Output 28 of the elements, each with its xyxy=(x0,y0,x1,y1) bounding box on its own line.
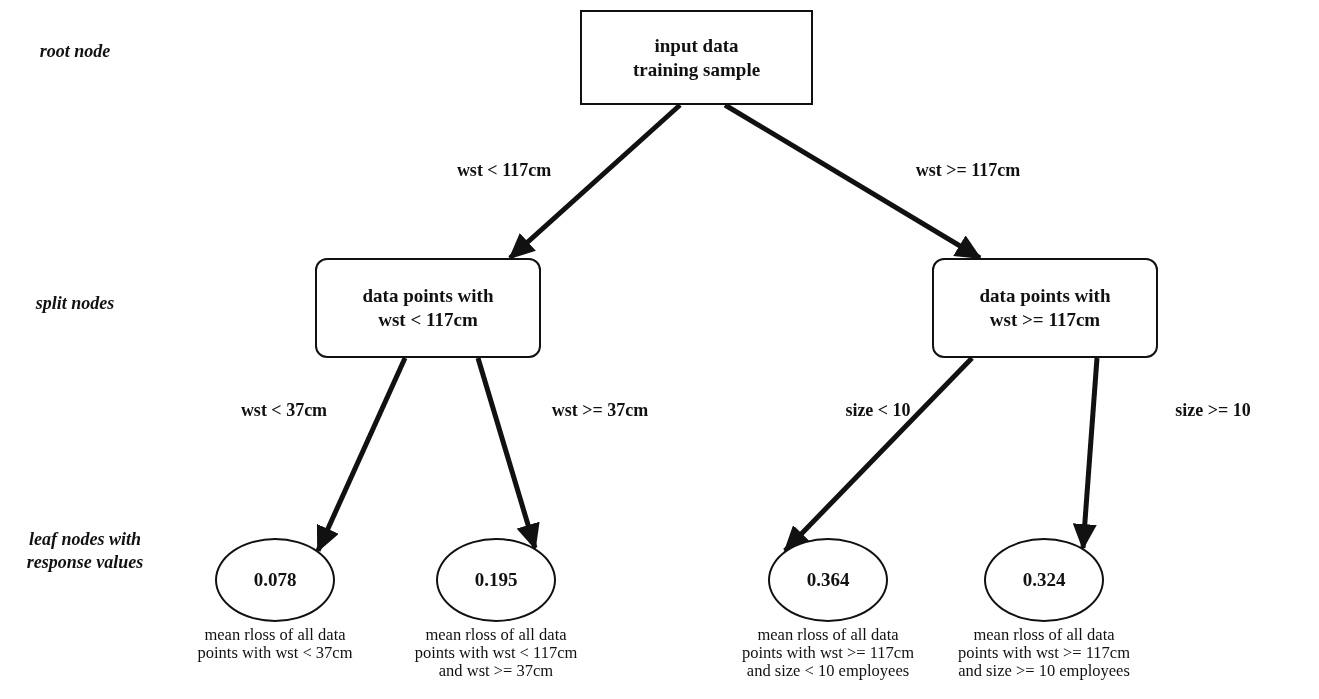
arrow xyxy=(475,357,540,550)
edge-label: size >= 10 xyxy=(1175,399,1251,421)
level-label: leaf nodes with response values xyxy=(25,528,145,573)
node-description: mean rloss of all data points with wst >= 117cm and size < 10 employees xyxy=(741,626,915,680)
edge-label: wst < 37cm xyxy=(240,399,328,421)
node-text: 0.364 xyxy=(806,568,850,592)
node-description: mean rloss of all data points with wst >= 117cm and size >= 10 employees xyxy=(957,626,1131,680)
edge-label: wst >= 37cm xyxy=(551,399,649,421)
node-text: 0.078 xyxy=(253,568,297,592)
arrow xyxy=(1072,357,1100,551)
level-label: root node xyxy=(38,40,112,63)
node-description: mean rloss of all data points with wst < 117cm and wst >= 37cm xyxy=(413,626,579,680)
arrow xyxy=(315,356,408,553)
node-text: data points with wst >= 117cm xyxy=(978,284,1112,332)
level-label: split nodes xyxy=(34,292,116,315)
edge-label: wst < 117cm xyxy=(456,159,552,181)
arrow xyxy=(508,103,682,260)
edge-label: wst >= 117cm xyxy=(915,159,1021,181)
node-text: 0.324 xyxy=(1022,568,1066,592)
node-box xyxy=(315,258,541,358)
arrow xyxy=(783,356,974,553)
node-text: data points with wst < 117cm xyxy=(361,284,495,332)
node-description: mean rloss of all data points with wst < 37cm xyxy=(196,626,354,662)
node-text: input data training sample xyxy=(631,33,762,82)
node-box xyxy=(580,10,813,105)
node-text: 0.195 xyxy=(474,568,518,592)
node-box xyxy=(932,258,1158,358)
edge-label: size < 10 xyxy=(845,399,911,421)
